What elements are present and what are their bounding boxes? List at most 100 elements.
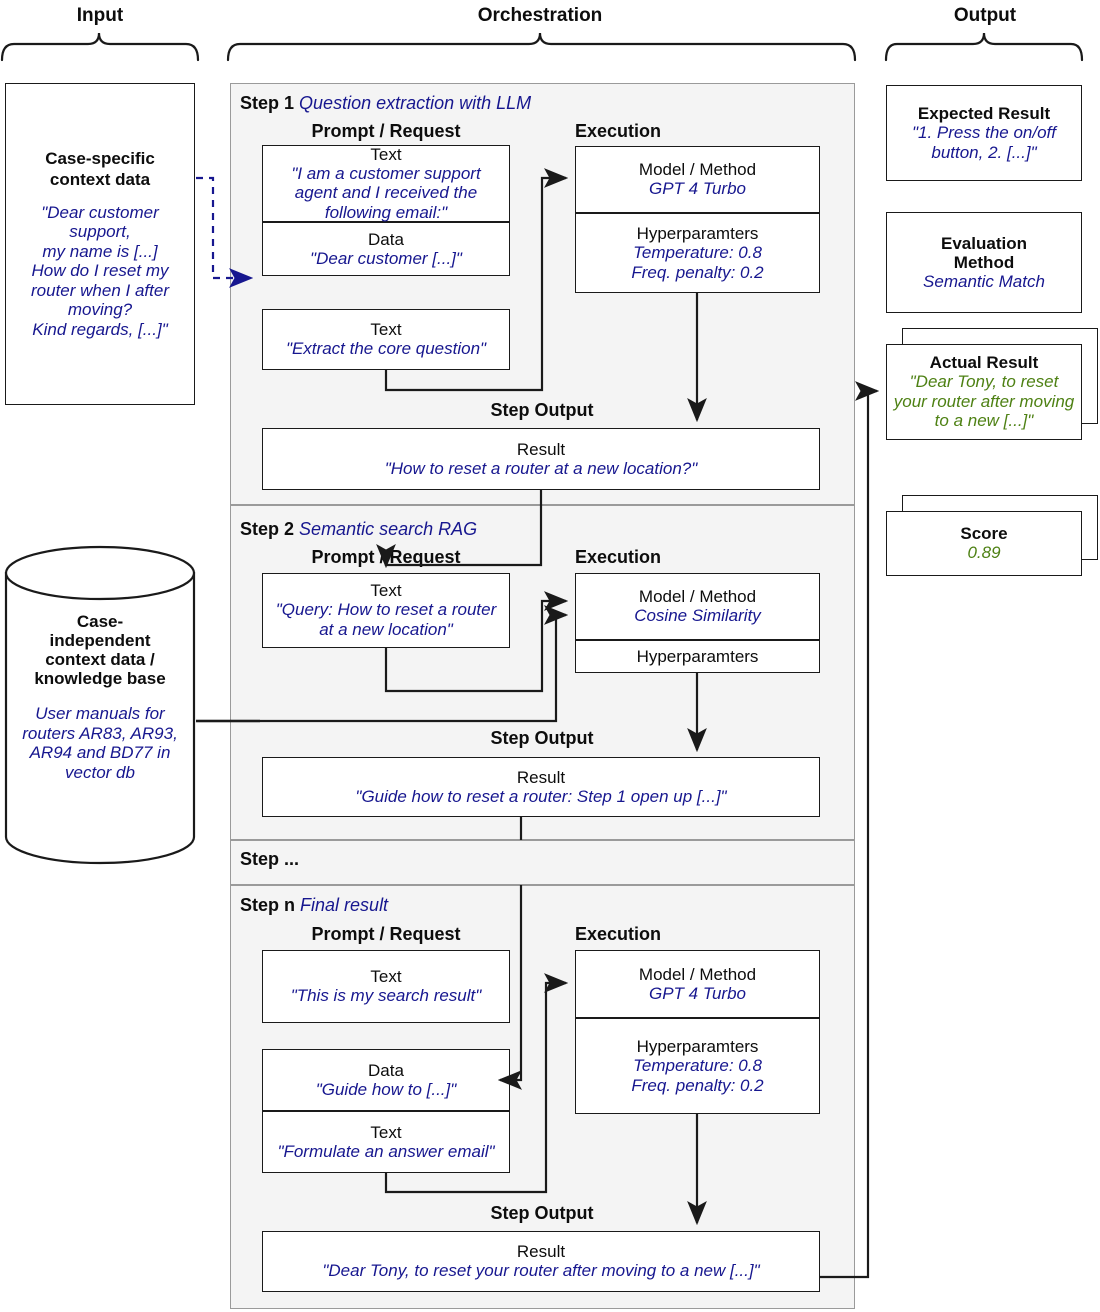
step-1-model-value: GPT 4 Turbo xyxy=(649,179,746,199)
step-2-prompt-block-0-value: "Query: How to reset a router at a new l… xyxy=(275,600,497,640)
step-2-prompt-block-0: Text "Query: How to reset a router at a … xyxy=(262,573,510,648)
step-1-name: Step 1 xyxy=(240,93,295,113)
step-2-subtitle: Semantic search RAG xyxy=(299,519,478,539)
step-1-prompt-block-1-kind: Data xyxy=(368,229,404,249)
step-1-model-label: Model / Method xyxy=(638,160,757,180)
step-n-hyper-line1: Temperature: 0.8 xyxy=(633,1055,762,1075)
kb-text: User manuals for routers AR83, AR93, AR9… xyxy=(22,704,178,782)
step-2-prompt-block-0-kind: Text xyxy=(370,581,402,601)
column-title-input: Input xyxy=(76,5,124,26)
step-1-hyper-label: Hyperparamters xyxy=(636,223,759,243)
step-1-prompt-block-2: Text "Extract the core question" xyxy=(262,309,510,370)
step-1-prompt-block-2-value: "Extract the core question" xyxy=(285,339,487,359)
step-1-prompt-block-0: Text "I am a customer support agent and … xyxy=(262,145,510,222)
step-n-prompt-block-2: Text "Formulate an answer email" xyxy=(262,1111,510,1173)
evaluation-method-value: Semantic Match xyxy=(923,271,1045,291)
step-1-output-value: "How to reset a router at a new location… xyxy=(384,458,698,478)
evaluation-method-box: Evaluation Method Semantic Match xyxy=(886,212,1082,313)
step-2-prompt-request-label: Prompt / Request xyxy=(311,547,461,567)
case-specific-title-line1: Case-specific xyxy=(45,148,155,168)
actual-result-box: Actual Result "Dear Tony, to reset your … xyxy=(886,344,1082,440)
step-2-hyper-label: Hyperparamters xyxy=(636,646,759,666)
step-n-prompt-request-label: Prompt / Request xyxy=(311,924,461,944)
step-n-output-label: Result xyxy=(516,1242,566,1262)
kb-title-line3: context data / xyxy=(45,650,155,670)
step-1-output-label: Result xyxy=(516,439,566,459)
step-1-execution-label: Execution xyxy=(575,121,662,141)
step-2-output-label: Result xyxy=(516,767,566,787)
step-1-hyper-line2: Freq. penalty: 0.2 xyxy=(631,262,764,282)
step-2-execution-hyper: Hyperparamters xyxy=(575,640,820,673)
step-1-subtitle: Question extraction with LLM xyxy=(299,93,532,113)
step-1-prompt-block-1-value: "Dear customer [...]" xyxy=(310,248,462,268)
step-1-prompt-block-0-kind: Text xyxy=(370,144,402,164)
step-n-name: Step n xyxy=(240,895,296,915)
step-2-execution-model: Model / Method Cosine Similarity xyxy=(575,573,820,640)
step-1-hyper-line1: Temperature: 0.8 xyxy=(633,242,762,262)
kb-title-line4: knowledge base xyxy=(34,669,166,689)
column-title-orchestration: Orchestration xyxy=(477,5,603,26)
case-specific-text: "Dear customer support, my name is [...]… xyxy=(31,202,169,339)
step-n-execution-model: Model / Method GPT 4 Turbo xyxy=(575,950,820,1018)
knowledge-base-cylinder xyxy=(4,545,196,865)
actual-result-value: "Dear Tony, to reset your router after m… xyxy=(893,372,1075,431)
knowledge-base-text-wrap: Case- independent context data / knowled… xyxy=(8,612,192,782)
step-n-prompt-block-1-kind: Data xyxy=(368,1060,404,1080)
step-n-prompt-block-2-kind: Text xyxy=(370,1122,402,1142)
brace-orchestration xyxy=(226,32,857,62)
case-specific-title-line2: context data xyxy=(49,169,151,189)
score-value: 0.89 xyxy=(967,543,1001,563)
brace-output xyxy=(884,32,1084,62)
step-2-model-value: Cosine Similarity xyxy=(634,606,761,626)
step-ellipsis-label: Step ... xyxy=(240,849,299,870)
step-n-prompt-block-2-value: "Formulate an answer email" xyxy=(277,1141,495,1161)
step-1-step-output-label: Step Output xyxy=(490,400,594,420)
kb-title-line1: Case- xyxy=(76,612,124,631)
step-n-prompt-block-1: Data "Guide how to [...]" xyxy=(262,1049,510,1111)
step-n-execution-label: Execution xyxy=(575,924,662,944)
step-n-prompt-block-0-kind: Text xyxy=(370,967,402,987)
step-2-step-output-label: Step Output xyxy=(490,728,594,748)
step-1-prompt-request-label: Prompt / Request xyxy=(311,121,461,141)
step-1-label: Step 1 Question extraction with LLM xyxy=(240,93,531,114)
case-specific-context-box: Case-specific context data "Dear custome… xyxy=(5,83,195,405)
step-1-prompt-block-2-kind: Text xyxy=(370,320,402,340)
evaluation-method-title-line1: Evaluation xyxy=(941,233,1027,253)
step-n-prompt-block-0: Text "This is my search result" xyxy=(262,950,510,1023)
step-n-hyper-line2: Freq. penalty: 0.2 xyxy=(631,1075,764,1095)
expected-result-value: "1. Press the on/off button, 2. [...]" xyxy=(911,122,1056,162)
kb-title-line2: independent xyxy=(49,631,151,651)
step-n-output-value: "Dear Tony, to reset your router after m… xyxy=(322,1261,760,1281)
column-title-output: Output xyxy=(953,5,1017,26)
step-n-execution-hyper: Hyperparamters Temperature: 0.8 Freq. pe… xyxy=(575,1018,820,1114)
step-panel-ellipsis xyxy=(230,840,855,885)
actual-result-title: Actual Result xyxy=(929,353,1039,373)
step-n-step-output-label: Step Output xyxy=(490,1203,594,1223)
score-title: Score xyxy=(960,524,1008,544)
step-n-model-label: Model / Method xyxy=(638,964,757,984)
step-1-prompt-block-1: Data "Dear customer [...]" xyxy=(262,222,510,276)
expected-result-box: Expected Result "1. Press the on/off but… xyxy=(886,85,1082,181)
step-2-output-result: Result "Guide how to reset a router: Ste… xyxy=(262,757,820,817)
step-n-output-result: Result "Dear Tony, to reset your router … xyxy=(262,1231,820,1292)
step-2-name: Step 2 xyxy=(240,519,295,539)
step-n-hyper-label: Hyperparamters xyxy=(636,1036,759,1056)
step-n-subtitle: Final result xyxy=(300,895,389,915)
expected-result-title: Expected Result xyxy=(917,103,1051,123)
step-1-output-result: Result "How to reset a router at a new l… xyxy=(262,428,820,490)
step-ellipsis-name: Step ... xyxy=(240,849,300,869)
evaluation-method-title-line2: Method xyxy=(953,252,1015,272)
step-2-output-value: "Guide how to reset a router: Step 1 ope… xyxy=(355,786,727,806)
step-2-execution-label: Execution xyxy=(575,547,662,567)
brace-input xyxy=(0,32,200,62)
step-n-model-value: GPT 4 Turbo xyxy=(649,983,746,1003)
step-2-model-label: Model / Method xyxy=(638,587,757,607)
step-1-execution-hyper: Hyperparamters Temperature: 0.8 Freq. pe… xyxy=(575,213,820,293)
step-n-prompt-block-0-value: "This is my search result" xyxy=(290,986,482,1006)
step-1-prompt-block-0-value: "I am a customer support agent and I rec… xyxy=(291,163,481,222)
step-n-prompt-block-1-value: "Guide how to [...]" xyxy=(315,1079,457,1099)
step-1-execution-model: Model / Method GPT 4 Turbo xyxy=(575,146,820,213)
step-2-label: Step 2 Semantic search RAG xyxy=(240,519,477,540)
score-box: Score 0.89 xyxy=(886,511,1082,576)
